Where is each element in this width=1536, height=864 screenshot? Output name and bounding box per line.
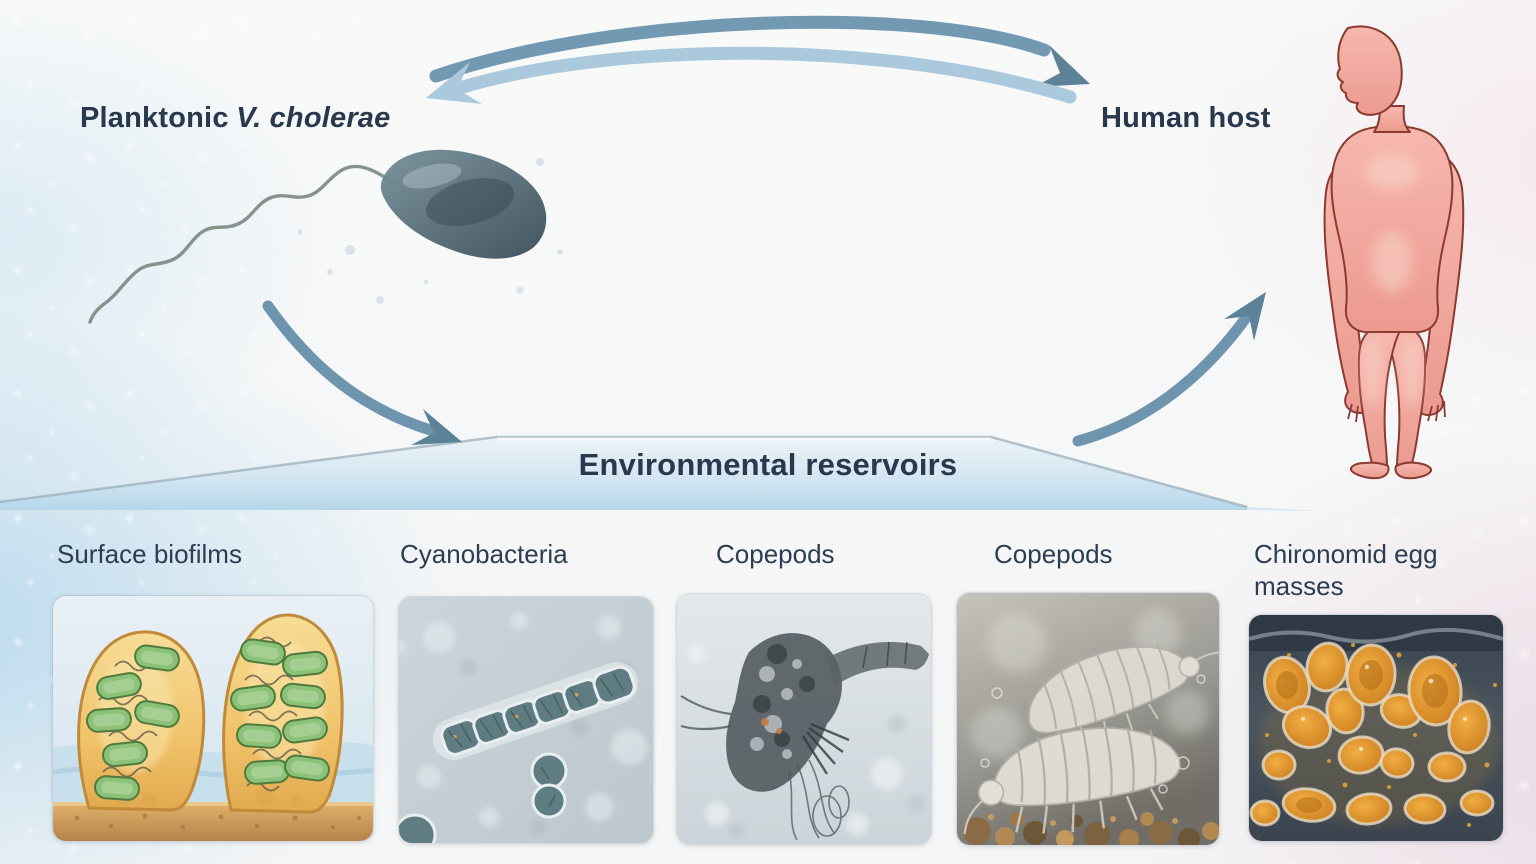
copepod-micrograph: [677, 594, 931, 844]
flagellum: [88, 164, 394, 324]
vibrio-species-name: V. cholerae: [236, 102, 391, 134]
surface-biofilms-illustration: [53, 596, 373, 841]
vibrio-cholerae-icon: [88, 149, 563, 324]
biofilm-cells: [86, 638, 330, 801]
surface-biofilms-panel: [52, 595, 374, 842]
environmental-reservoirs-label: Environmental reservoirs: [578, 447, 958, 482]
cyanobacteria-panel: [398, 596, 654, 844]
copepods-panel-2: [956, 592, 1220, 846]
surface-biofilms-label: Surface biofilms: [57, 539, 242, 569]
copepods-photo: [957, 593, 1219, 845]
chironomid-egg-masses-photo: [1249, 615, 1503, 841]
copepods-panel-1: [676, 593, 932, 845]
partial-cell: [399, 813, 437, 843]
amphipod-lower: [963, 727, 1181, 835]
chironomid-egg-masses-label: Chironomid egg masses: [1254, 539, 1438, 601]
pebbles: [963, 812, 1219, 845]
copepods-label-1: Copepods: [716, 539, 835, 569]
arrow-reservoirs-to-human: [1072, 292, 1266, 447]
cyanobacteria-label: Cyanobacteria: [400, 539, 568, 569]
dividing-cell-pair: [530, 752, 568, 819]
cyanobacteria-chain: [440, 665, 636, 756]
arrow-vibrio-to-reservoirs: [262, 300, 462, 445]
environmental-reservoirs-banner: [0, 435, 1322, 511]
chironomid-egg-masses-panel: [1248, 614, 1504, 842]
planktonic-label-prefix: Planktonic: [80, 102, 229, 134]
copepods-label-2: Copepods: [994, 539, 1113, 569]
arrow-human-to-vibrio: [426, 46, 1077, 104]
cyanobacteria-micrograph: [399, 597, 653, 843]
arrow-vibrio-to-human: [429, 15, 1090, 87]
vibrio-body: [380, 149, 547, 259]
human-host-label: Human host: [1101, 102, 1271, 134]
human-figure: [1323, 25, 1465, 480]
